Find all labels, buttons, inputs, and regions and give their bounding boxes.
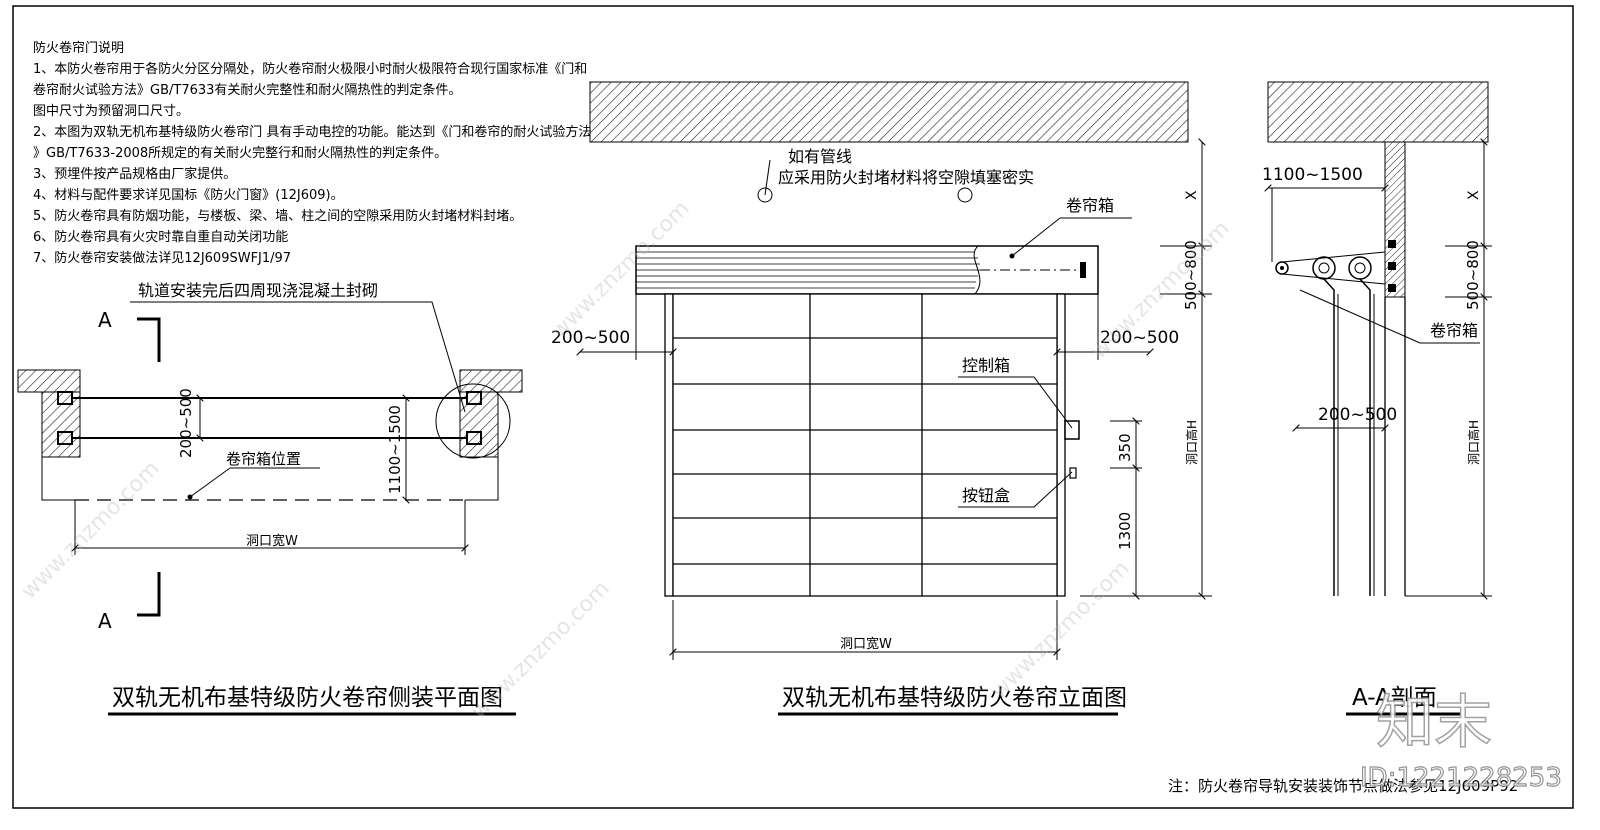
elevation-view: 如有管线 应采用防火封堵材料将空隙填塞密实 卷帘箱 (551, 81, 1212, 716)
plan-track-note: 轨道安装完后四周现浇混凝土封砌 (138, 281, 378, 300)
section-mark-bottom-label: A (98, 609, 112, 633)
elev-dim-vertical (1080, 142, 1212, 596)
section-view: 1100~1500 卷帘箱 200~500 X 500~800 洞口高H A-A… (1262, 81, 1492, 716)
notes-line: 2、本图为双轨无机布基特级防火卷帘门 具有手动电控的功能。能达到《门和卷帘的耐火… (33, 125, 592, 140)
roller-box-coil (636, 251, 980, 289)
section-bracket (1281, 251, 1386, 285)
section-mark-top-label: A (98, 308, 112, 332)
curtain-area (672, 293, 1058, 597)
control-box-shape (1064, 420, 1080, 440)
plan-wall-outline-left (41, 457, 75, 501)
plan-opening-width: 洞口宽W (246, 533, 298, 549)
plan-box-position: 卷帘箱位置 (226, 450, 301, 468)
watermark-brand: 知末 (1376, 688, 1492, 756)
guide-rail-left (664, 293, 674, 597)
section-box-label: 卷帘箱 (1430, 321, 1478, 340)
elev-dim-1300: 1300 (1116, 512, 1134, 550)
plan-wall-left-col (41, 391, 81, 458)
notes-line: 》GB/T7633-2008所规定的有关耐火完整行和耐火隔热性的判定条件。 (33, 146, 448, 161)
button-box-leader (958, 471, 1073, 508)
elev-dim-350: 350 (1116, 433, 1134, 462)
elev-dim-left: 200~500 (551, 328, 630, 348)
roller-box-break (973, 245, 981, 295)
elevation-box-label: 卷帘箱 (1066, 196, 1114, 215)
elev-dim-top-x: X (1184, 190, 1200, 200)
section-curtain-1 (1323, 278, 1335, 596)
section-dim-gap: 200~500 (1318, 405, 1397, 425)
notes-line: 6、防火卷帘具有火灾时靠自重自动关闭功能 (33, 230, 289, 245)
plan-view: A A 轨道安装完后四周现浇混凝土封砌 卷帘箱位置 200~500 (17, 281, 523, 716)
plan-detail-circle (435, 383, 511, 459)
plan-dim-depth: 1100~1500 (386, 405, 404, 494)
notes-line: 4、材料与配件要求详见国标《防火门窗》(12J609)。 (33, 188, 344, 203)
plan-wall-left-top (17, 369, 81, 393)
roller-shaft-end (1080, 262, 1086, 278)
pipe-note-2: 应采用防火封堵材料将空隙填塞密实 (778, 168, 1034, 187)
elevation-slab (589, 81, 1189, 143)
section-mark-bottom (137, 572, 161, 617)
notes-title: 防火卷帘门说明 (33, 41, 125, 56)
box-leader-dot (1009, 253, 1015, 259)
section-beam (1384, 141, 1406, 298)
section-roller-1-in (1318, 262, 1330, 274)
section-mark-top (137, 317, 161, 362)
plan-wall-outline-right (465, 457, 499, 501)
section-box-leader (1299, 289, 1421, 344)
notes-line: 3、预埋件按产品规格由厂家提供。 (33, 167, 237, 182)
watermark-url-1: www.znzmo.com (17, 456, 165, 604)
notes-block: 防火卷帘门说明 1、本防火卷帘用于各防火分区分隔处，防火卷帘耐火极限小时耐火极限… (33, 38, 593, 269)
control-box-label: 控制箱 (962, 356, 1010, 375)
control-box-leader (958, 376, 1073, 429)
section-anchor-1 (1388, 240, 1396, 248)
notes-line: 1、本防火卷帘用于各防火分区分隔处，防火卷帘耐火极限小时耐火极限符合现行国家标准… (33, 62, 588, 77)
section-roller-2-in (1354, 262, 1366, 274)
notes-line: 7、防火卷帘安装做法详见12J609SWFJ1/97 (33, 251, 292, 266)
elev-dim-right: 200~500 (1100, 328, 1179, 348)
button-box-label: 按钮盒 (962, 486, 1010, 505)
notes-line: 图中尺寸为预留洞口尺寸。 (33, 104, 190, 119)
button-box-shape (1069, 467, 1077, 479)
plan-box-leader (189, 467, 231, 498)
section-anchor-3 (1388, 284, 1396, 292)
plan-dim-gap: 200~500 (177, 388, 195, 458)
box-leader (1011, 217, 1061, 257)
section-roller-1 (1312, 256, 1336, 280)
section-pin-center (1280, 266, 1284, 270)
elev-opening-width: 洞口宽W (840, 636, 892, 652)
sheet-border (12, 5, 1574, 809)
elev-dim-box: 500~800 (1182, 240, 1200, 310)
plan-track-leader (130, 301, 466, 413)
plan-title: 双轨无机布基特级防火卷帘侧装平面图 (112, 685, 503, 711)
notes-line: 5、防火卷帘具有防烟功能，与楼板、梁、墙、柱之间的空隙采用防火封堵材料封堵。 (33, 209, 523, 224)
watermark-id: ID:1221228253 (1360, 763, 1562, 793)
curtain-grid (673, 294, 1057, 596)
elev-opening-height: 洞口高H (1184, 420, 1199, 465)
pipe-circle-right (957, 187, 973, 203)
section-dim-depth: 1100~1500 (1262, 165, 1363, 185)
elevation-title: 双轨无机布基特级防火卷帘立面图 (782, 685, 1127, 711)
section-dim-vertical (1405, 142, 1492, 596)
section-curtain-2 (1359, 278, 1371, 596)
section-roller-2 (1348, 256, 1372, 280)
pipe-circle-left (757, 187, 773, 203)
section-title: A-A剖面 (1352, 685, 1437, 711)
section-anchor-2 (1388, 262, 1396, 270)
section-dim-box: 500~800 (1464, 240, 1482, 310)
section-slab (1267, 81, 1489, 143)
footer-note: 注：防火卷帘导轨安装装饰节点做法参见12J609P92 (1168, 777, 1518, 795)
watermark-url-2: www.znzmo.com (467, 576, 615, 724)
section-opening-height: 洞口高H (1466, 420, 1481, 465)
section-dim-top-x: X (1466, 190, 1482, 200)
pipe-leader (764, 159, 771, 196)
guide-rail-right (1056, 293, 1066, 597)
notes-line: 卷帘耐火试验方法》GB/T7633有关耐火完整性和耐火隔热性的判定条件。 (33, 83, 462, 98)
plan-box-leader-dot (187, 494, 193, 500)
plan-wall-right-col (459, 391, 499, 458)
pipe-note-1: 如有管线 (788, 147, 852, 166)
